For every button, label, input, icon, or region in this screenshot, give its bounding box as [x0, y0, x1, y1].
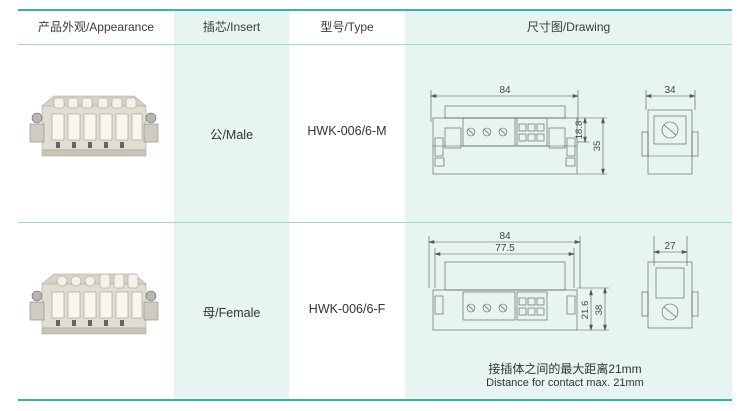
male-connector-photo: [29, 95, 159, 157]
male-outer-height-dim: 35: [592, 141, 603, 152]
header-drawing: 尺寸图/Drawing: [526, 20, 611, 34]
row-separator: [18, 222, 732, 223]
male-width-dim: 84: [499, 85, 511, 96]
table-header: 产品外观/Appearance 插芯/Insert 型号/Type 尺寸图/Dr…: [18, 11, 732, 44]
male-inner-height-dim: 18.8: [574, 121, 585, 140]
header-separator: [18, 44, 732, 45]
female-outer-height-dim: 38: [594, 305, 605, 316]
male-dimension-drawing: 84 18.8 35 34: [429, 85, 699, 176]
header-insert: 插芯/Insert: [202, 20, 261, 34]
female-inner-height-dim: 21.6: [580, 301, 591, 320]
female-side-width-dim: 27: [664, 241, 676, 252]
female-outer-width-dim: 84: [499, 231, 511, 242]
female-dimension-drawing: 84 77.5 21.6 38 27: [427, 231, 699, 332]
header-type: 型号/Type: [320, 20, 374, 34]
male-side-width-dim: 34: [664, 85, 676, 96]
female-inner-width-dim: 77.5: [495, 243, 515, 254]
insert-male: 公/Male: [209, 128, 254, 142]
drawing-column-shade: [405, 11, 732, 399]
female-connector-photo: [29, 273, 159, 335]
type-female: HWK-006/6-F: [308, 302, 386, 316]
type-male: HWK-006/6-M: [307, 124, 387, 138]
header-appearance: 产品外观/Appearance: [37, 20, 155, 34]
insert-column-shade: [174, 11, 289, 399]
insert-female: 母/Female: [202, 306, 261, 320]
bottom-rule: [18, 399, 732, 401]
contact-distance-note-en: Distance for contact max. 21mm: [486, 377, 644, 389]
top-rule: [18, 9, 732, 11]
contact-distance-note-cn: 接插体之间的最大距离21mm: [488, 362, 642, 376]
